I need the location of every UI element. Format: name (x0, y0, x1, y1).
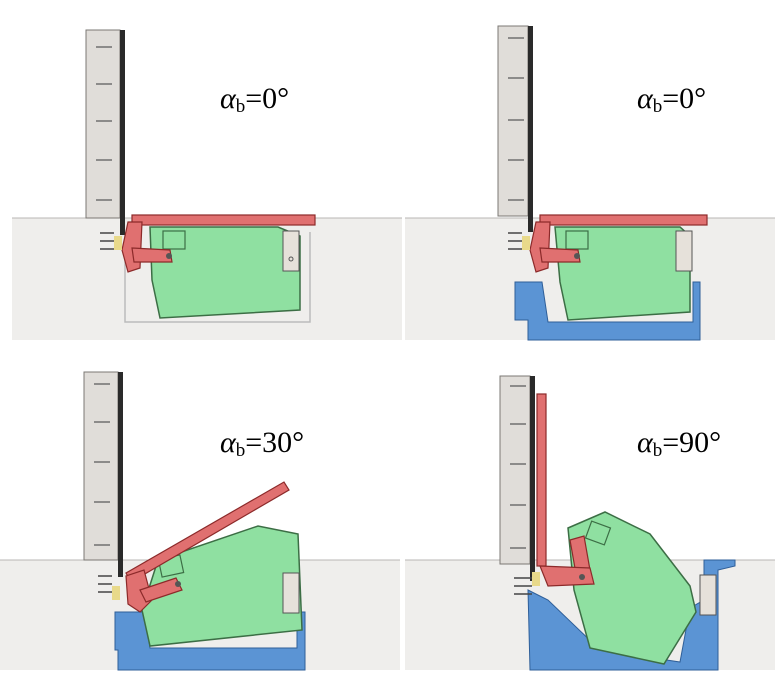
anchor-bolts (510, 385, 526, 549)
wall-plate (120, 30, 125, 235)
alpha-label: αb=0° (220, 82, 289, 117)
anchor-bolts (94, 383, 110, 546)
wall-plate (528, 26, 533, 232)
deck-body (554, 226, 691, 321)
lip-plate (539, 214, 708, 226)
pivot (579, 574, 585, 580)
pivot (574, 253, 580, 259)
lip-plate (536, 393, 547, 567)
wall (497, 25, 529, 217)
alpha-label: αb=90° (637, 426, 721, 461)
yellow-block (114, 236, 122, 250)
link-arm (539, 247, 581, 263)
link-arm (131, 247, 173, 263)
anchor-bolts (508, 37, 524, 201)
lip-plate (131, 214, 316, 226)
yellow-block (522, 236, 530, 250)
yellow-block (112, 586, 120, 600)
side-bracket (699, 574, 717, 616)
side-bracket (282, 230, 300, 272)
link-arm (139, 577, 183, 603)
deck-inspection-box (162, 230, 186, 250)
deck-body (149, 226, 301, 319)
panel-bottom-left: αb=30° (0, 371, 400, 671)
link-arm (539, 565, 595, 587)
floor-bolts (98, 575, 112, 593)
side-bracket (675, 230, 693, 272)
pivot (175, 581, 181, 587)
alpha-label: αb=30° (220, 426, 304, 461)
floor-bolts (508, 232, 522, 250)
alpha-label: αb=0° (637, 82, 706, 117)
wall (499, 375, 531, 565)
wall-plate (118, 372, 123, 577)
pit-outline (124, 232, 311, 323)
wall (85, 29, 121, 219)
side-bracket (282, 572, 300, 614)
panel-bottom-right: αb=90° (405, 375, 775, 671)
yellow-block (532, 572, 540, 586)
deck-inspection-box (565, 230, 589, 250)
panel-top-left: αb=0° (12, 29, 402, 340)
anchor-bolts (96, 46, 112, 201)
deck-inspection-box (584, 520, 612, 546)
wall-plate (530, 376, 535, 581)
deck-body (567, 511, 697, 665)
pivot (166, 253, 172, 259)
bracket-hole (288, 256, 294, 262)
panel-top-right: αb=0° (405, 25, 775, 341)
floor-bolts (100, 232, 114, 250)
floor-bolts (514, 577, 532, 595)
wall (83, 371, 119, 561)
pit (514, 281, 701, 341)
